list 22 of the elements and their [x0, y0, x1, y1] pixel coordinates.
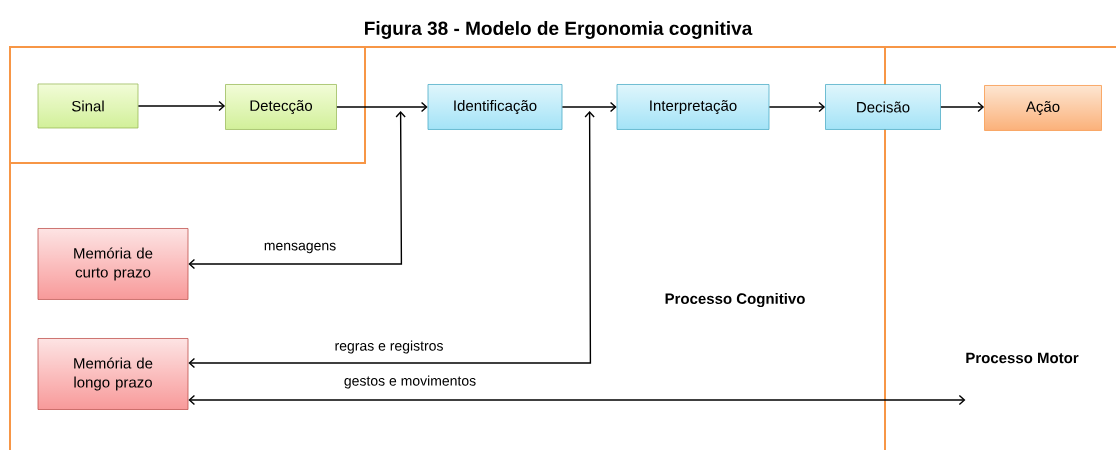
arrow: [137, 100, 226, 112]
process-box: Identificação: [427, 84, 563, 130]
arrow: [768, 101, 826, 113]
process-box: Decisão: [825, 84, 941, 130]
arrow: [940, 101, 985, 113]
arrow: [188, 111, 595, 369]
arrow: [188, 111, 406, 270]
edge-label: regras e registros: [333, 339, 445, 355]
edge-label: mensagens: [262, 241, 338, 255]
process-box: Memória de longo prazo: [37, 338, 189, 410]
process-box: Detecção: [225, 84, 337, 130]
arrow: [188, 394, 966, 406]
process-box: Interpretação: [616, 84, 770, 130]
process-box: Memória de curto prazo: [37, 228, 189, 300]
title: Figura 38 - Modelo de Ergonomia cognitiva: [365, 21, 753, 39]
process-box: Ação: [984, 85, 1102, 131]
region-label: Processo Motor: [966, 352, 1079, 364]
arrow: [336, 101, 428, 113]
edge-label: gestos e movimentos: [342, 374, 478, 390]
arrow: [561, 101, 617, 113]
region-label: Processo Cognitivo: [665, 292, 805, 308]
process-box: Sinal: [37, 83, 139, 129]
